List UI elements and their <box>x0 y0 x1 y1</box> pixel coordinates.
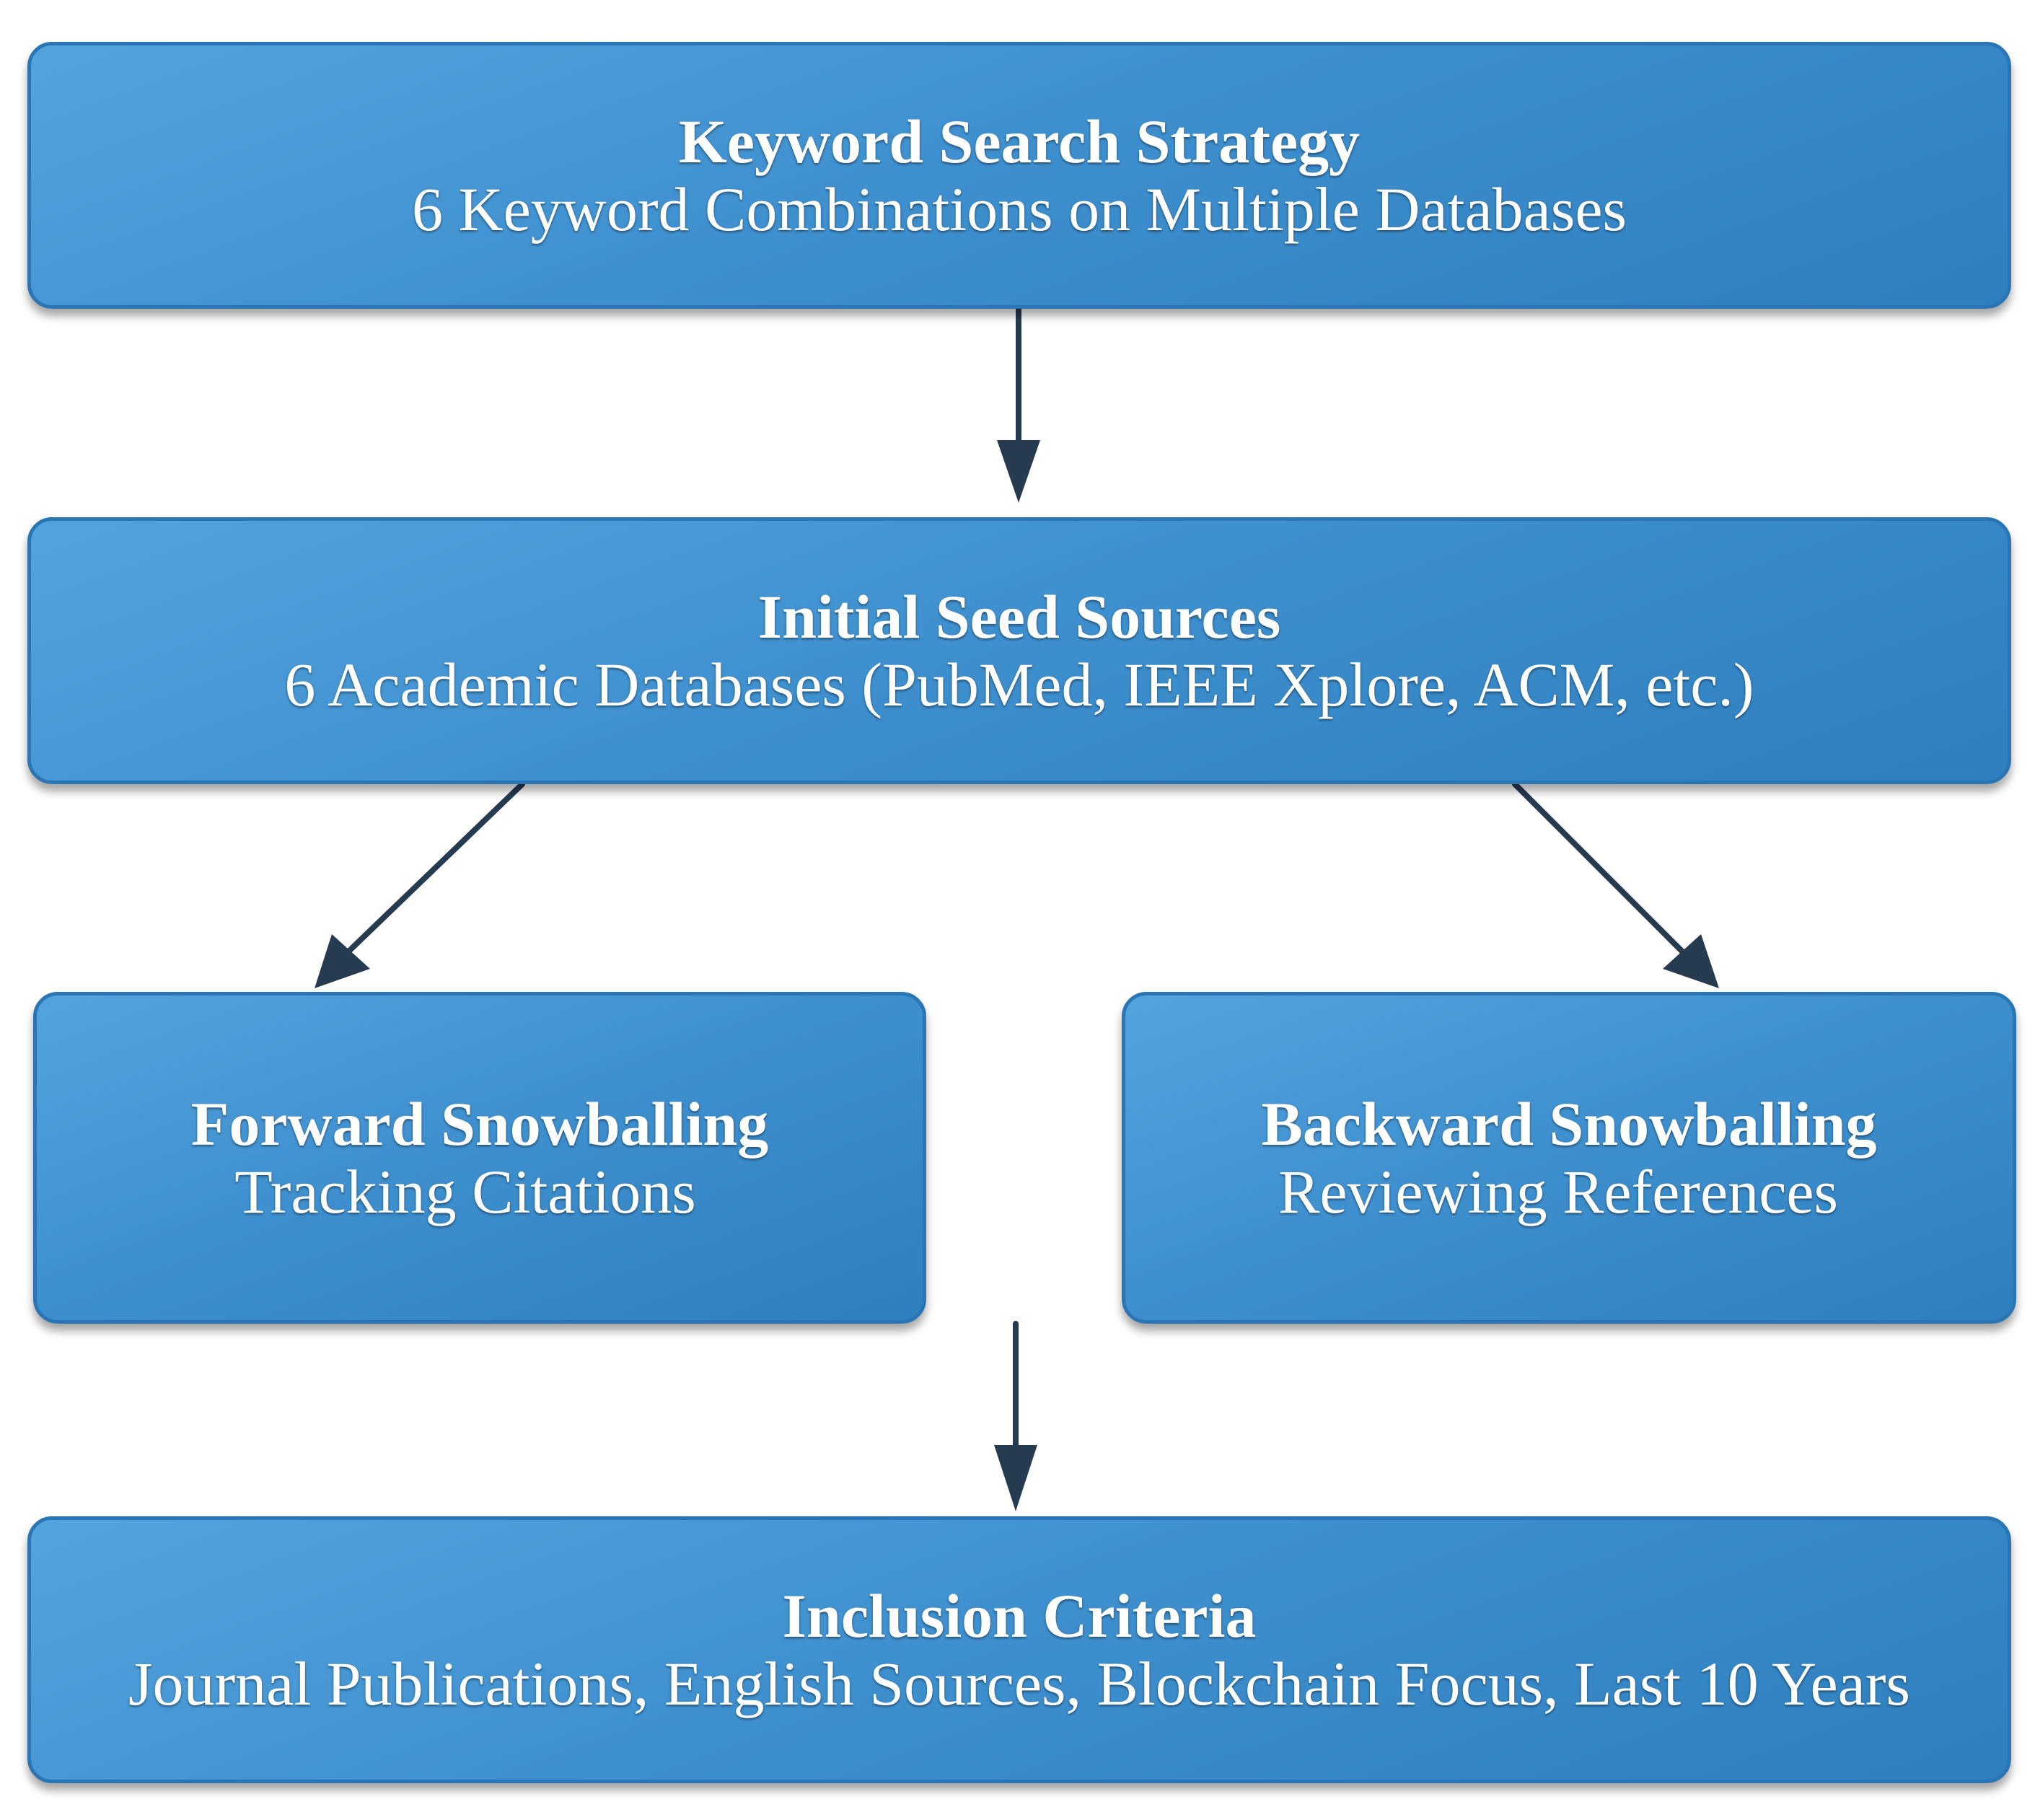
keyword-search-strategy-node: Keyword Search Strategy 6 Keyword Combin… <box>27 42 2011 309</box>
node-title: Backward Snowballing <box>1261 1089 1877 1159</box>
node-subtitle: Reviewing References <box>1278 1157 1839 1226</box>
node-subtitle: Journal Publications, English Sources, B… <box>128 1649 1910 1718</box>
arrowhead-seed-to-forward <box>315 934 370 988</box>
node-title: Inclusion Criteria <box>782 1581 1257 1650</box>
node-title: Keyword Search Strategy <box>678 107 1361 176</box>
node-subtitle: Tracking Citations <box>234 1157 696 1226</box>
node-subtitle: 6 Keyword Combinations on Multiple Datab… <box>412 175 1627 244</box>
node-title: Initial Seed Sources <box>757 582 1281 651</box>
arrow-seed-to-backward <box>1512 781 1687 957</box>
backward-snowballing-node: Backward Snowballing Reviewing Reference… <box>1122 992 2016 1324</box>
node-title: Forward Snowballing <box>190 1089 769 1159</box>
arrowhead-seed-to-backward <box>1663 934 1719 988</box>
node-subtitle: 6 Academic Databases (PubMed, IEEE Xplor… <box>284 650 1754 719</box>
inclusion-criteria-node: Inclusion Criteria Journal Publications,… <box>27 1516 2011 1783</box>
forward-snowballing-node: Forward Snowballing Tracking Citations <box>33 992 926 1324</box>
initial-seed-sources-node: Initial Seed Sources 6 Academic Database… <box>27 517 2011 784</box>
arrowhead-keyword-to-seed <box>997 440 1040 503</box>
arrow-seed-to-forward <box>343 781 525 957</box>
arrowhead-snowballing-to-inclusion <box>994 1445 1037 1511</box>
